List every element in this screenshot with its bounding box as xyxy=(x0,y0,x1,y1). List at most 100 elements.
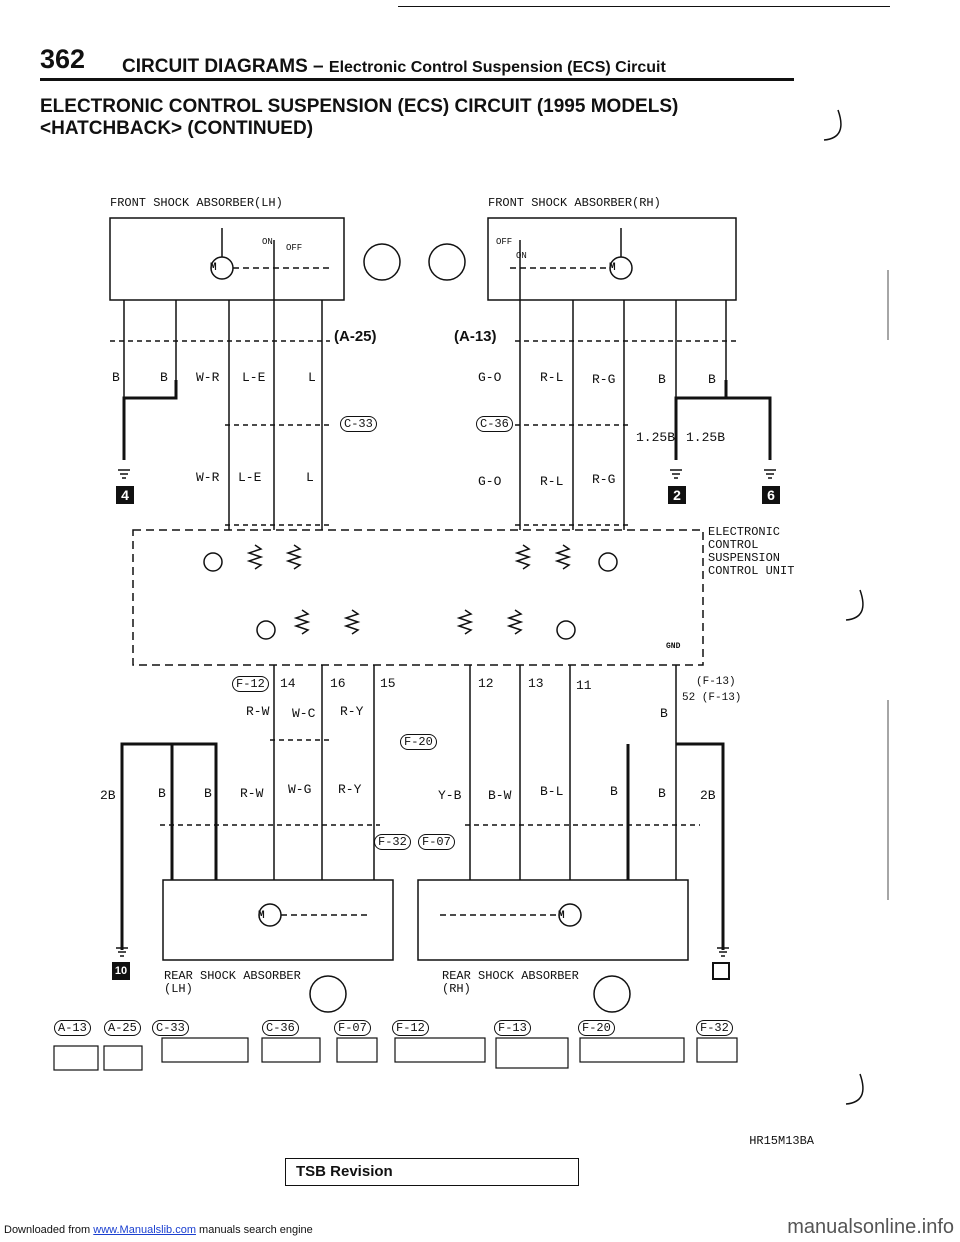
ecu-pin-52: 52 (F-13) xyxy=(682,692,742,704)
section-title-line1: ELECTRONIC CONTROL SUSPENSION (ECS) CIRC… xyxy=(40,96,679,117)
wire-mid-1: R-W xyxy=(246,704,270,719)
rear-lh-frame xyxy=(162,879,394,961)
wire-front-rh-5: B xyxy=(708,372,716,387)
wire-front-lh-4: L-E xyxy=(242,370,266,385)
section-title: ELECTRONIC CONTROL SUSPENSION (ECS) CIRC… xyxy=(40,96,678,140)
rear-lh-motor-letter: M xyxy=(258,910,265,922)
ground-point-4: 4 xyxy=(116,486,134,504)
legend-a13: A-13 xyxy=(54,1020,91,1036)
connector-c33-tag: C-33 xyxy=(340,416,377,432)
connector-c36-tag: C-36 xyxy=(476,416,513,432)
legend-f13: F-13 xyxy=(494,1020,531,1036)
connector-legend-blocks xyxy=(53,1037,738,1071)
gauge-rear-rh: 2B xyxy=(700,788,716,803)
ground-symbols xyxy=(116,469,776,957)
wire-front-lh-lower-2: L-E xyxy=(238,470,262,485)
ecu-pin-14: 14 xyxy=(280,676,296,691)
front-rh-switch-on: ON xyxy=(516,251,527,261)
ecu-box xyxy=(132,529,704,666)
front-rh-label: FRONT SHOCK ABSORBER(RH) xyxy=(488,196,661,210)
front-lh-motor-letter: M xyxy=(210,262,217,274)
rear-lh-label: REAR SHOCK ABSORBER (LH) xyxy=(164,969,301,996)
header-title: CIRCUIT DIAGRAMS – Electronic Control Su… xyxy=(122,56,666,78)
front-lh-switch-on: ON xyxy=(262,237,273,247)
front-rh-frame xyxy=(487,217,737,301)
footer-link[interactable]: www.Manualslib.com xyxy=(93,1224,196,1236)
wire-mid-4: B xyxy=(660,706,668,721)
ecu-internal-symbols xyxy=(203,544,618,640)
connector-f12-tag: F-12 xyxy=(232,676,269,692)
ground-point-rear-rh xyxy=(712,962,730,980)
wire-rear-4: W-G xyxy=(288,782,312,797)
wire-rear-2: B xyxy=(204,786,212,801)
wire-front-lh-5: L xyxy=(308,370,316,385)
legend-c33: C-33 xyxy=(152,1020,189,1036)
legend-c36: C-36 xyxy=(262,1020,299,1036)
rear-rh-frame xyxy=(417,879,689,961)
wire-gauge-2: 1.25B xyxy=(686,430,726,445)
rear-rh-motor-icon xyxy=(558,903,582,927)
drawing-code: HR15M13BA xyxy=(749,1134,814,1148)
wire-front-lh-lower-1: W-R xyxy=(196,470,220,485)
front-rh-motor-letter: M xyxy=(609,262,616,274)
ecu-pin-15: 15 xyxy=(380,676,396,691)
front-lh-frame xyxy=(109,217,345,301)
connector-a25-label: (A-25) xyxy=(334,328,377,345)
wire-gauge-1: 1.25B xyxy=(636,430,676,445)
connector-f20-tag: F-20 xyxy=(400,734,437,750)
legend-f20: F-20 xyxy=(578,1020,615,1036)
legend-f12: F-12 xyxy=(392,1020,429,1036)
wire-front-rh-2: R-L xyxy=(540,370,564,385)
ecu-pin-11: 11 xyxy=(576,678,592,693)
wire-front-rh-lower-3: R-G xyxy=(592,472,616,487)
wire-front-lh-1: B xyxy=(112,370,120,385)
wire-front-rh-lower-1: G-O xyxy=(478,474,502,489)
wire-front-rh-lower-2: R-L xyxy=(540,474,564,489)
ecu-pin-16: 16 xyxy=(330,676,346,691)
connector-f32-tag: F-32 xyxy=(374,834,411,850)
ecu-label: ELECTRONIC CONTROL SUSPENSION CONTROL UN… xyxy=(708,525,795,578)
connector-f13-label: (F-13) xyxy=(696,676,736,688)
header-title-main: CIRCUIT DIAGRAMS – xyxy=(122,56,324,77)
tsb-revision-label: TSB Revision xyxy=(296,1163,393,1180)
wire-front-lh-3: W-R xyxy=(196,370,220,385)
tsb-revision-box: TSB Revision xyxy=(285,1158,579,1186)
wire-rear-5: R-Y xyxy=(338,782,362,797)
wire-rear-6: Y-B xyxy=(438,788,462,803)
footer-source: Downloaded from www.Manualslib.com manua… xyxy=(4,1224,313,1236)
top-rule xyxy=(398,6,890,7)
header-subtitle: Electronic Control Suspension (ECS) Circ… xyxy=(328,59,666,76)
rear-rh-label: REAR SHOCK ABSORBER (RH) xyxy=(442,969,579,996)
wire-rear-7: B-W xyxy=(488,788,512,803)
legend-a25: A-25 xyxy=(104,1020,141,1036)
wire-mid-3: R-Y xyxy=(340,704,364,719)
ground-point-6: 6 xyxy=(762,486,780,504)
gauge-rear-lh: 2B xyxy=(100,788,116,803)
legend-f32: F-32 xyxy=(696,1020,733,1036)
wire-front-rh-3: R-G xyxy=(592,372,616,387)
wire-rear-8: B-L xyxy=(540,784,564,799)
rear-rh-motor-letter: M xyxy=(558,910,565,922)
front-lh-label: FRONT SHOCK ABSORBER(LH) xyxy=(110,196,283,210)
connector-f07-tag: F-07 xyxy=(418,834,455,850)
ecu-pin-13: 13 xyxy=(528,676,544,691)
ground-point-2: 2 xyxy=(668,486,686,504)
wire-rear-3: R-W xyxy=(240,786,264,801)
footer-watermark: manualsonline.info xyxy=(787,1216,954,1238)
wire-front-lh-2: B xyxy=(160,370,168,385)
connector-a13-label: (A-13) xyxy=(454,328,497,345)
ground-point-10: 10 xyxy=(112,962,130,980)
wire-rear-9: B xyxy=(610,784,618,799)
ecu-gnd-label: GND xyxy=(666,642,681,651)
header-rule xyxy=(40,78,794,81)
wire-front-lh-lower-3: L xyxy=(306,470,314,485)
legend-f07: F-07 xyxy=(334,1020,371,1036)
section-title-line2: <HATCHBACK> (CONTINUED) xyxy=(40,118,314,139)
wire-front-rh-1: G-O xyxy=(478,370,502,385)
front-rh-switch-off: OFF xyxy=(496,237,513,247)
connector-face-icons xyxy=(309,243,631,1013)
ecu-pin-12: 12 xyxy=(478,676,494,691)
wire-mid-2: W-C xyxy=(292,706,316,721)
page-number: 362 xyxy=(40,44,86,74)
